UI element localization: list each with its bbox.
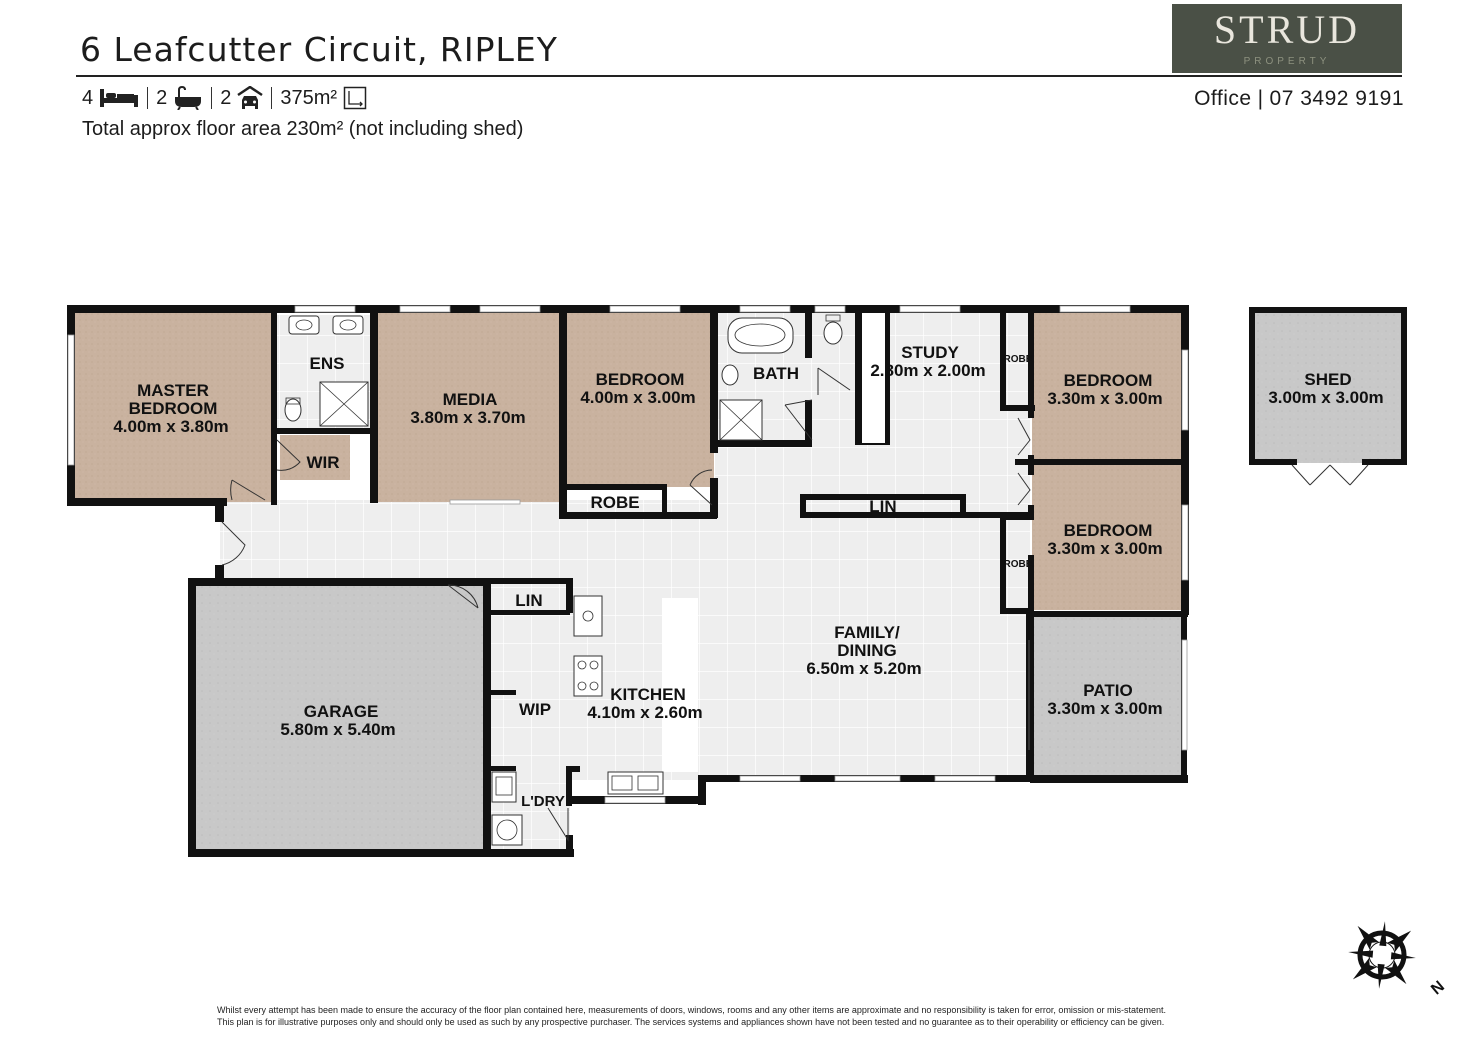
stats-separator [211, 87, 213, 109]
family-name: FAMILY/ [834, 623, 900, 642]
total-floor-area: Total approx floor area 230m² (not inclu… [82, 118, 524, 140]
garage-size: 5.80m x 5.40m [280, 720, 395, 739]
ens-basin-icon [288, 315, 320, 335]
wir-name: WIR [306, 453, 339, 472]
office-contact: Office|07 3492 9191 [1194, 87, 1404, 111]
kitchen-size: 4.10m x 2.60m [587, 703, 702, 722]
land-area-icon [343, 86, 367, 110]
ens-toilet-icon [284, 398, 302, 422]
stats-separator [147, 87, 149, 109]
office-phone: 07 3492 9191 [1269, 87, 1404, 110]
bedroom-4-name: BEDROOM [1064, 521, 1153, 540]
ens-basin-icon [332, 315, 364, 335]
windows [67, 305, 1189, 804]
car-icon [237, 86, 264, 109]
header-rule [76, 75, 1402, 77]
property-stats: 4 2 2 375m² [82, 86, 367, 110]
bedroom-4-size: 3.30m x 3.00m [1047, 539, 1162, 558]
property-title: 6 Leafcutter Circuit, RIPLEY [80, 30, 558, 69]
fridge-icon [573, 595, 603, 637]
kitchen-name: KITCHEN [610, 685, 686, 704]
car-count: 2 [220, 86, 232, 109]
logo-sub: PROPERTY [1243, 56, 1331, 67]
washing-machine-icon [491, 814, 523, 846]
family-name-2: DINING [837, 641, 897, 660]
fixture-details [285, 314, 841, 841]
master-name: MASTER [137, 381, 209, 400]
disclaimer-line-1: Whilst every attempt has been made to en… [217, 1005, 1166, 1015]
media-name: MEDIA [443, 390, 498, 409]
cooktop-icon [573, 655, 603, 697]
robe-1-name: ROBE [590, 493, 639, 512]
bath-basin-icon [721, 364, 739, 386]
disclaimer: Whilst every attempt has been made to en… [217, 1004, 1317, 1028]
kitchen-sink-icon [607, 771, 664, 795]
media-size: 3.80m x 3.70m [410, 408, 525, 427]
ens-name: ENS [310, 354, 345, 373]
patio-name: PATIO [1083, 681, 1132, 700]
bedroom-count: 4 [82, 86, 94, 109]
family-size: 6.50m x 5.20m [806, 659, 921, 678]
lin-1-name: LIN [869, 497, 896, 516]
agency-logo: STRUD PROPERTY [1172, 4, 1402, 73]
bedroom-2-name: BEDROOM [596, 370, 685, 389]
laundry-name: L'DRY [521, 793, 565, 810]
lin-2-name: LIN [515, 591, 542, 610]
master-name-2: BEDROOM [129, 399, 218, 418]
bedroom-3-size: 3.30m x 3.00m [1047, 389, 1162, 408]
room-labels: MASTER BEDROOM 4.00m x 3.80m ENS WIR MED… [113, 343, 1383, 810]
study-name: STUDY [901, 343, 959, 362]
wip-name: WIP [519, 700, 551, 719]
bathroom-count: 2 [156, 86, 168, 109]
garage-name: GARAGE [304, 702, 379, 721]
master-size: 4.00m x 3.80m [113, 417, 228, 436]
office-label: Office [1194, 87, 1252, 110]
bath-name: BATH [753, 364, 799, 383]
office-divider: | [1257, 87, 1264, 110]
bath-icon [175, 86, 202, 110]
north-label: N [1428, 978, 1448, 998]
study-size: 2.80m x 2.00m [870, 361, 985, 380]
doors [221, 367, 1369, 842]
logo-name: STRUD [1213, 7, 1361, 52]
bedroom-3-name: BEDROOM [1064, 371, 1153, 390]
shed-size: 3.00m x 3.00m [1268, 388, 1383, 407]
wc-toilet-icon [823, 321, 843, 345]
robe-3-name: ROBE [1004, 559, 1033, 570]
land-area: 375m² [280, 86, 338, 109]
disclaimer-line-2: This plan is for illustrative purposes o… [217, 1017, 1165, 1027]
bed-icon [100, 89, 139, 107]
bedroom-2-size: 4.00m x 3.00m [580, 388, 695, 407]
patio-size: 3.30m x 3.00m [1047, 699, 1162, 718]
robe-2-name: ROBE [1004, 354, 1033, 365]
shed-name: SHED [1304, 370, 1351, 389]
stats-separator [271, 87, 273, 109]
bathtub-icon [727, 317, 794, 354]
compass-icon [1348, 921, 1416, 989]
